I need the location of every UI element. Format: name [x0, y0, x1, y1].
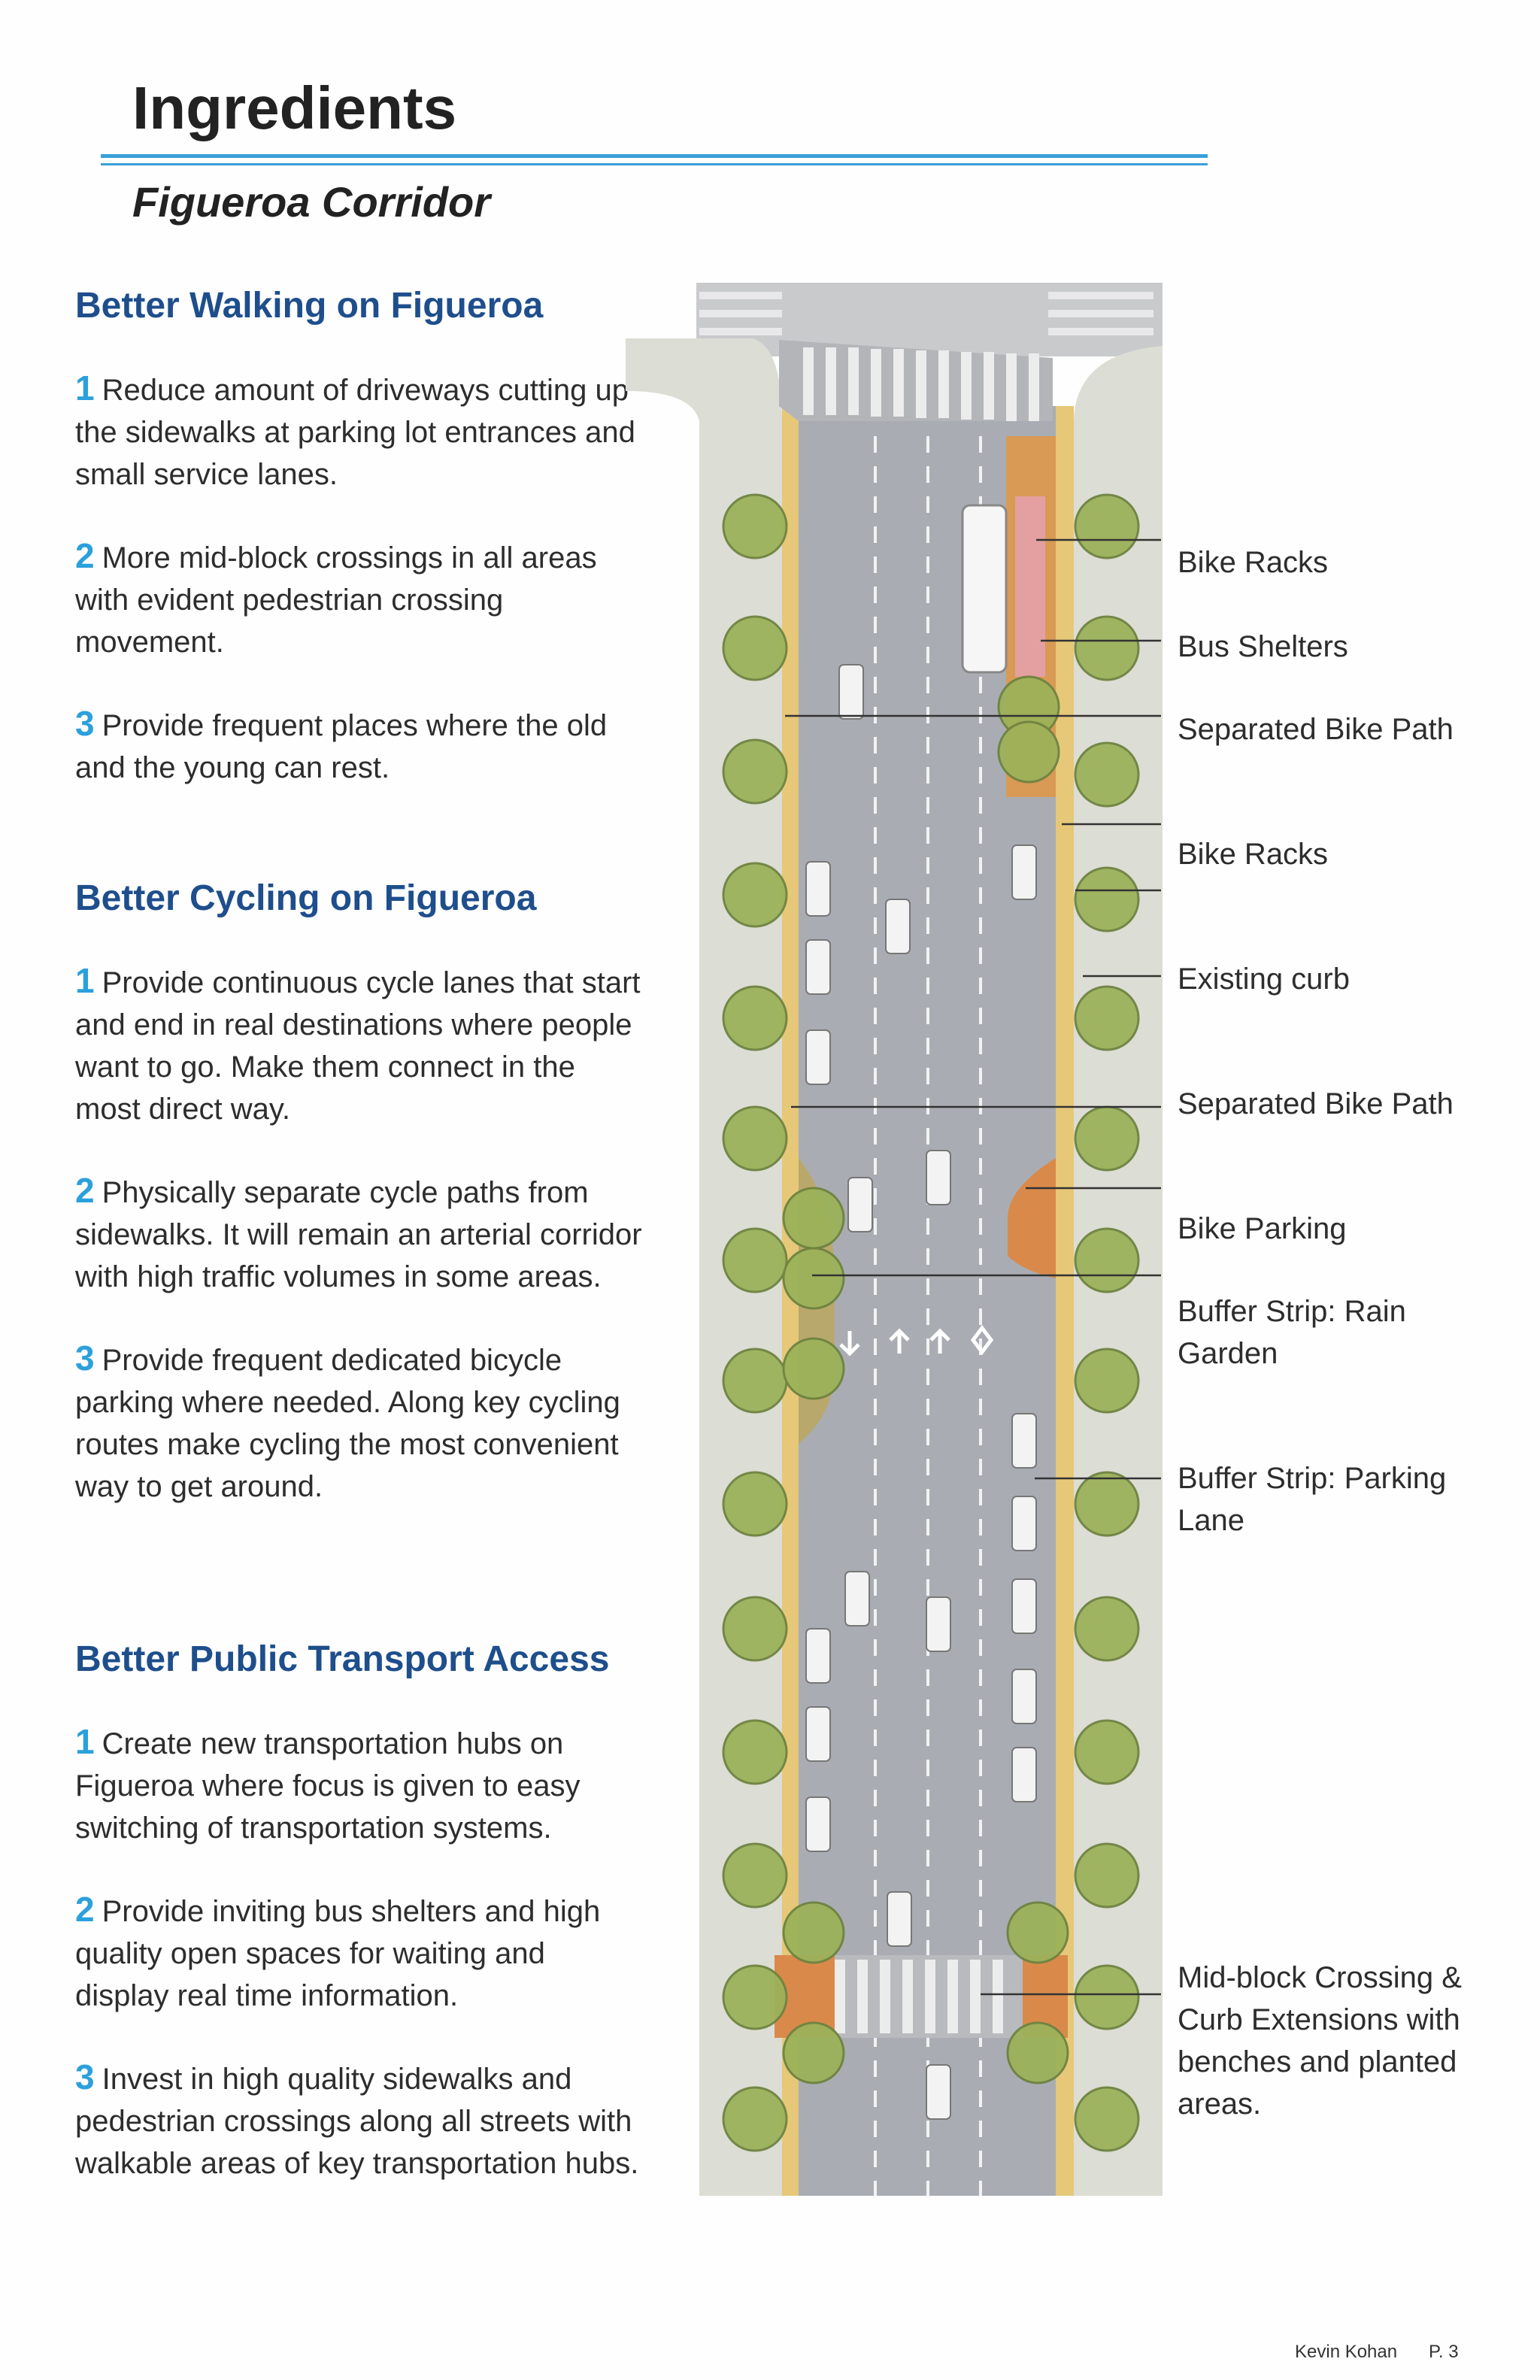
- label-bus-shelters: Bus Shelters: [1178, 630, 1348, 663]
- page-subtitle: Figueroa Corridor: [132, 178, 491, 226]
- section-heading: Better Cycling on Figueroa: [75, 878, 537, 918]
- footer-author: Kevin Kohan: [1295, 2342, 1398, 2362]
- label-bike-racks-2: Bike Racks: [1178, 838, 1329, 871]
- label-bike-parking: Bike Parking: [1178, 1212, 1347, 1245]
- page-title: Ingredients: [132, 74, 457, 141]
- section-heading: Better Walking on Figueroa: [75, 286, 544, 326]
- label-separated-bike-path-2: Separated Bike Path: [1178, 1087, 1454, 1120]
- footer-page-number: P. 3: [1429, 2342, 1459, 2362]
- title-rule: [101, 154, 1208, 158]
- label-buffer-strip-rain-garden: Buffer Strip: Rain Garden: [1178, 1295, 1406, 1370]
- label-separated-bike-path: Separated Bike Path: [1178, 713, 1454, 746]
- label-bike-racks: Bike Racks: [1178, 546, 1329, 579]
- title-rule-thin: [101, 163, 1208, 165]
- section-heading: Better Public Transport Access: [75, 1639, 610, 1679]
- label-buffer-strip-parking-lane: Buffer Strip: Parking Lane: [1178, 1462, 1447, 1537]
- label-existing-curb: Existing curb: [1178, 963, 1350, 996]
- label-mid-block-crossing: Mid-block Crossing & Curb Extensions wit…: [1178, 1961, 1462, 2121]
